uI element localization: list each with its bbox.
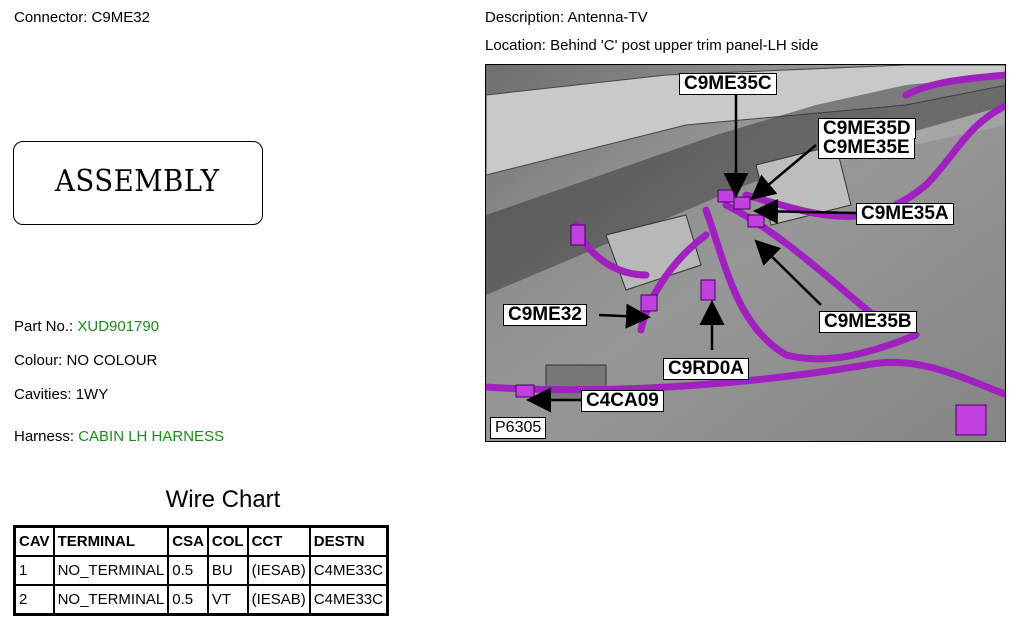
col-header: COL xyxy=(206,525,249,557)
callout-c9me35b: C9ME35B xyxy=(819,311,917,333)
callout-c9me35a: C9ME35A xyxy=(856,203,954,225)
harness-label: Harness: xyxy=(14,428,75,445)
colour-line: Colour: NO COLOUR xyxy=(14,352,157,369)
description-line: Description: Antenna-TV xyxy=(485,9,648,26)
cavities-label: Cavities: xyxy=(14,386,72,403)
colour-value: NO COLOUR xyxy=(66,352,158,369)
col-header: CAV xyxy=(13,525,55,557)
location-label: Location: xyxy=(485,37,546,54)
table-cell: 0.5 xyxy=(167,584,209,616)
assembly-image: ASSEMBLY xyxy=(13,141,263,225)
callout-c9me35e: C9ME35E xyxy=(818,138,915,159)
table-cell: NO_TERMINAL xyxy=(52,555,170,586)
cavities-value: 1WY xyxy=(75,386,109,403)
wire-chart-table: CAV TERMINAL CSA COL CCT DESTN 1 NO_TERM… xyxy=(13,525,389,616)
part-no-value[interactable]: XUD901790 xyxy=(77,318,160,335)
table-row: 1 NO_TERMINAL 0.5 BU (IESAB) C4ME33C xyxy=(13,555,389,586)
table-cell: C4ME33C xyxy=(308,584,389,616)
connector-label: Connector: xyxy=(14,9,88,26)
wire-chart-header-row: CAV TERMINAL CSA COL CCT DESTN xyxy=(13,525,389,557)
callout-c4ca09: C4CA09 xyxy=(581,390,664,412)
table-cell: BU xyxy=(206,555,249,586)
assembly-text: ASSEMBLY xyxy=(55,164,220,199)
col-header: DESTN xyxy=(308,525,389,557)
description-value: Antenna-TV xyxy=(567,9,648,26)
callout-c9me35d: C9ME35D xyxy=(818,118,916,139)
photo-illustration xyxy=(486,65,1005,441)
connector-line: Connector: C9ME32 xyxy=(14,9,150,26)
callout-c9me32: C9ME32 xyxy=(503,304,587,326)
table-cell: VT xyxy=(206,584,249,616)
col-header: CCT xyxy=(246,525,311,557)
table-cell: 1 xyxy=(13,555,55,586)
table-row: 2 NO_TERMINAL 0.5 VT (IESAB) C4ME33C xyxy=(13,584,389,616)
col-header: TERMINAL xyxy=(52,525,170,557)
cavities-line: Cavities: 1WY xyxy=(14,386,108,403)
wire-chart-title: Wire Chart xyxy=(165,486,281,513)
part-no-line: Part No.: XUD901790 xyxy=(14,318,159,335)
location-line: Location: Behind 'C' post upper trim pan… xyxy=(485,37,818,54)
location-value: Behind 'C' post upper trim panel-LH side xyxy=(550,37,819,54)
description-label: Description: xyxy=(485,9,565,26)
callout-c9rd0a: C9RD0A xyxy=(663,358,750,380)
table-cell: NO_TERMINAL xyxy=(52,584,170,616)
location-photo: C9ME35C C9ME35D C9ME35E C9ME35A C9ME32 C… xyxy=(485,64,1006,442)
table-cell: (IESAB) xyxy=(246,555,311,586)
table-cell: 2 xyxy=(13,584,55,616)
col-header: CSA xyxy=(167,525,209,557)
table-cell: C4ME33C xyxy=(308,555,389,586)
figure-id: P6305 xyxy=(490,417,547,439)
harness-line: Harness: CABIN LH HARNESS xyxy=(14,428,224,445)
table-cell: (IESAB) xyxy=(246,584,311,616)
colour-label: Colour: xyxy=(14,352,63,369)
connector-value: C9ME32 xyxy=(91,9,150,26)
harness-value[interactable]: CABIN LH HARNESS xyxy=(78,428,225,445)
table-cell: 0.5 xyxy=(167,555,209,586)
part-no-label: Part No.: xyxy=(14,318,74,335)
callout-c9me35c: C9ME35C xyxy=(679,73,777,95)
